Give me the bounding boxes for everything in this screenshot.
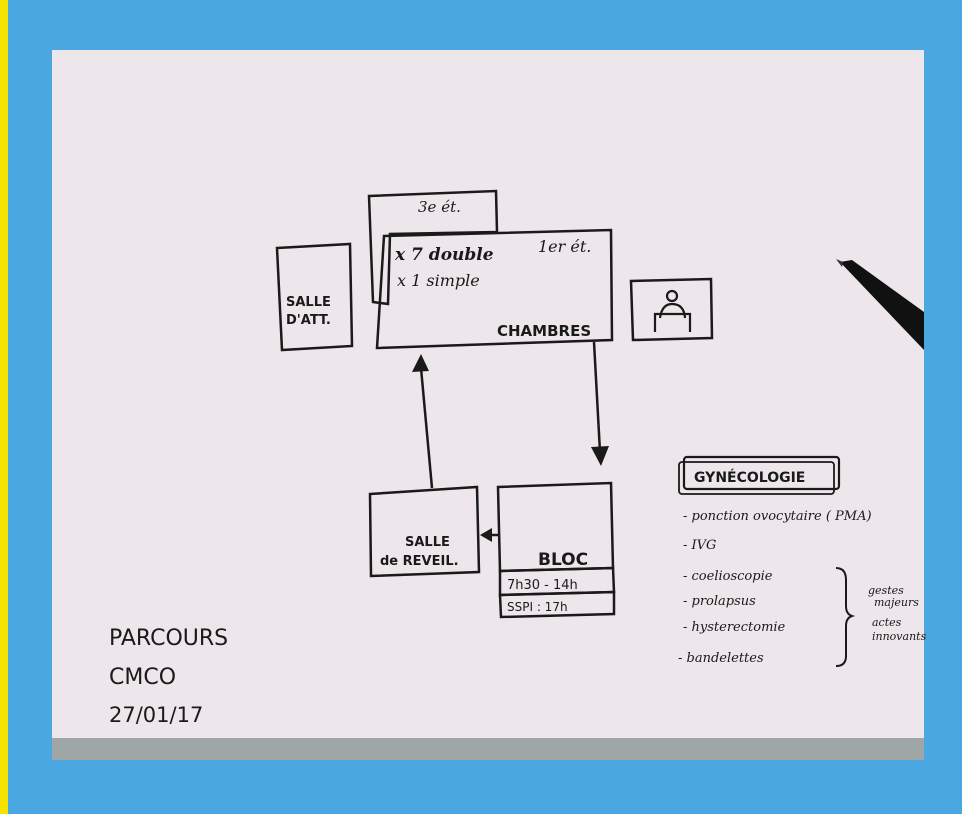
gynecology-title-box: GYNÉCOLOGIE [678,455,841,495]
caption-title: PARCOURS [109,626,228,651]
brace-notes: gestes majeurs actes innovants [835,567,927,667]
caption-org: CMCO [109,665,176,690]
note-innovants: innovants [872,630,927,643]
gynecology-list: - ponction ovocytaire ( PMA) - IVG - coe… [678,509,872,666]
waiting-room-line1: SALLE [286,295,331,310]
arrow-bloc-to-reveil [480,528,498,542]
third-floor-box: 3e ét. [367,189,499,306]
paper-shadow [52,738,924,760]
caption: PARCOURS CMCO 27/01/17 [109,626,228,727]
arrow-chambres-to-bloc [591,341,609,466]
gyn-item-5: - bandelettes [678,651,764,666]
gyn-item-3: - prolapsus [683,594,756,609]
marker-pen-icon [836,259,924,350]
recovery-room-line1: SALLE [405,535,450,550]
paper-sheet [52,50,924,750]
waiting-room-line2: D'ATT. [286,313,331,328]
chambres-label: CHAMBRES [497,322,591,340]
gynecology-title: GYNÉCOLOGIE [694,469,805,486]
arrow-reveil-to-chambres [412,354,434,489]
gyn-item-0: - ponction ovocytaire ( PMA) [683,509,872,524]
bloc-hours: 7h30 - 14h [507,578,578,593]
recovery-room-box: SALLE de REVEIL. [368,485,481,578]
bloc-title: BLOC [538,550,588,570]
chambres-box: 1er ét. x 7 double x 1 simple CHAMBRES [375,228,614,350]
third-floor-label: 3e ét. [418,198,461,216]
rooms-double: x 7 double [394,245,494,265]
waiting-room-box: SALLE D'ATT. [275,242,354,352]
note-gestes: gestes [868,584,904,597]
bloc-sspi: SSPI : 17h [507,600,568,614]
bloc-box: BLOC 7h30 - 14h SSPI : 17h [496,481,616,619]
rooms-simple: x 1 simple [397,271,480,290]
gyn-item-2: - coelioscopie [683,569,773,584]
caption-date: 27/01/17 [109,703,203,727]
note-actes: actes [872,616,902,629]
gyn-item-4: - hysterectomie [683,620,786,635]
gyn-item-1: - IVG [683,538,716,553]
recovery-room-line2: de REVEIL. [380,554,459,569]
reception-desk-icon [629,277,714,342]
first-floor-label: 1er ét. [538,237,591,256]
note-majeurs: majeurs [874,596,919,609]
